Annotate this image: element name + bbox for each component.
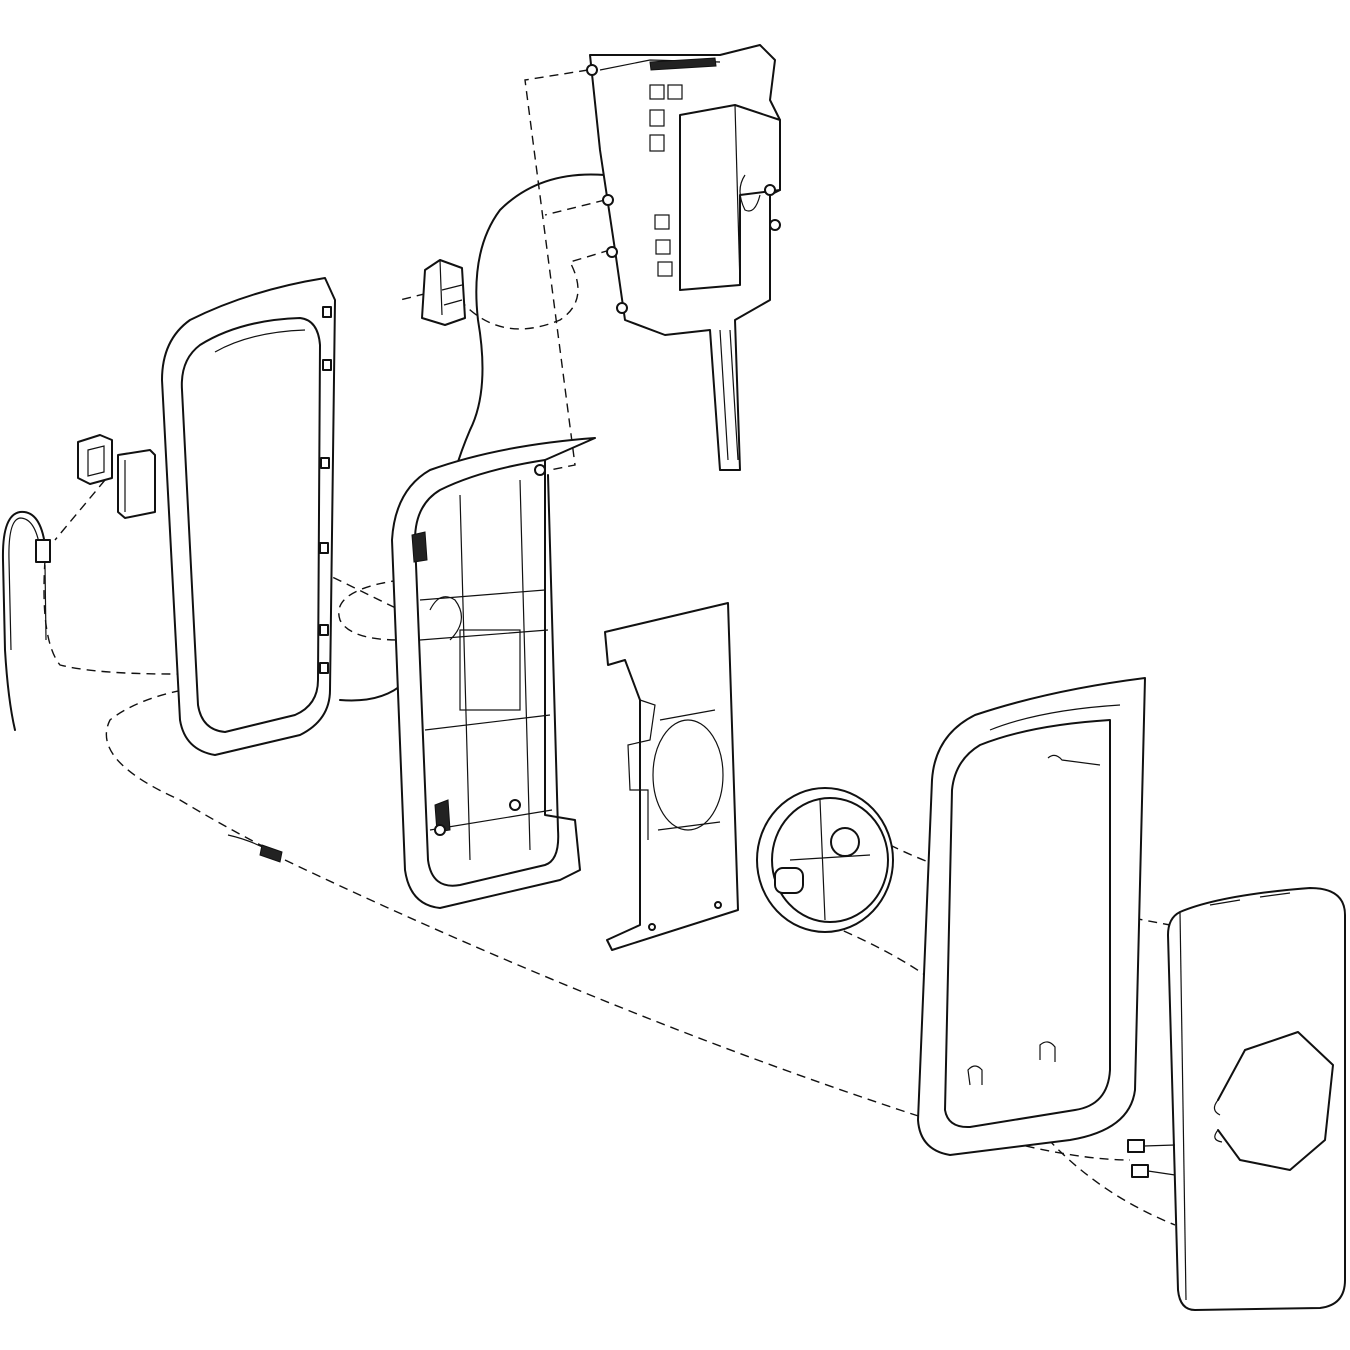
bracket-grid (649, 84, 683, 277)
cover-clips (319, 306, 332, 674)
loose-wire-connector (227, 834, 283, 863)
wire-harness-left (1, 510, 51, 731)
heater-hexagon (1217, 1031, 1334, 1171)
connector-blocks (77, 434, 156, 519)
wire-clip (421, 259, 466, 326)
glass-connectors (1127, 1139, 1176, 1178)
main-mirror-housing (391, 437, 596, 909)
actuator-bracket (586, 44, 781, 471)
motor-drive-unit (756, 787, 894, 933)
outer-housing-cover (161, 277, 336, 756)
inner-mirror-frame (917, 677, 1146, 1156)
backing-plate (604, 602, 739, 951)
mirror-glass (1127, 887, 1346, 1311)
